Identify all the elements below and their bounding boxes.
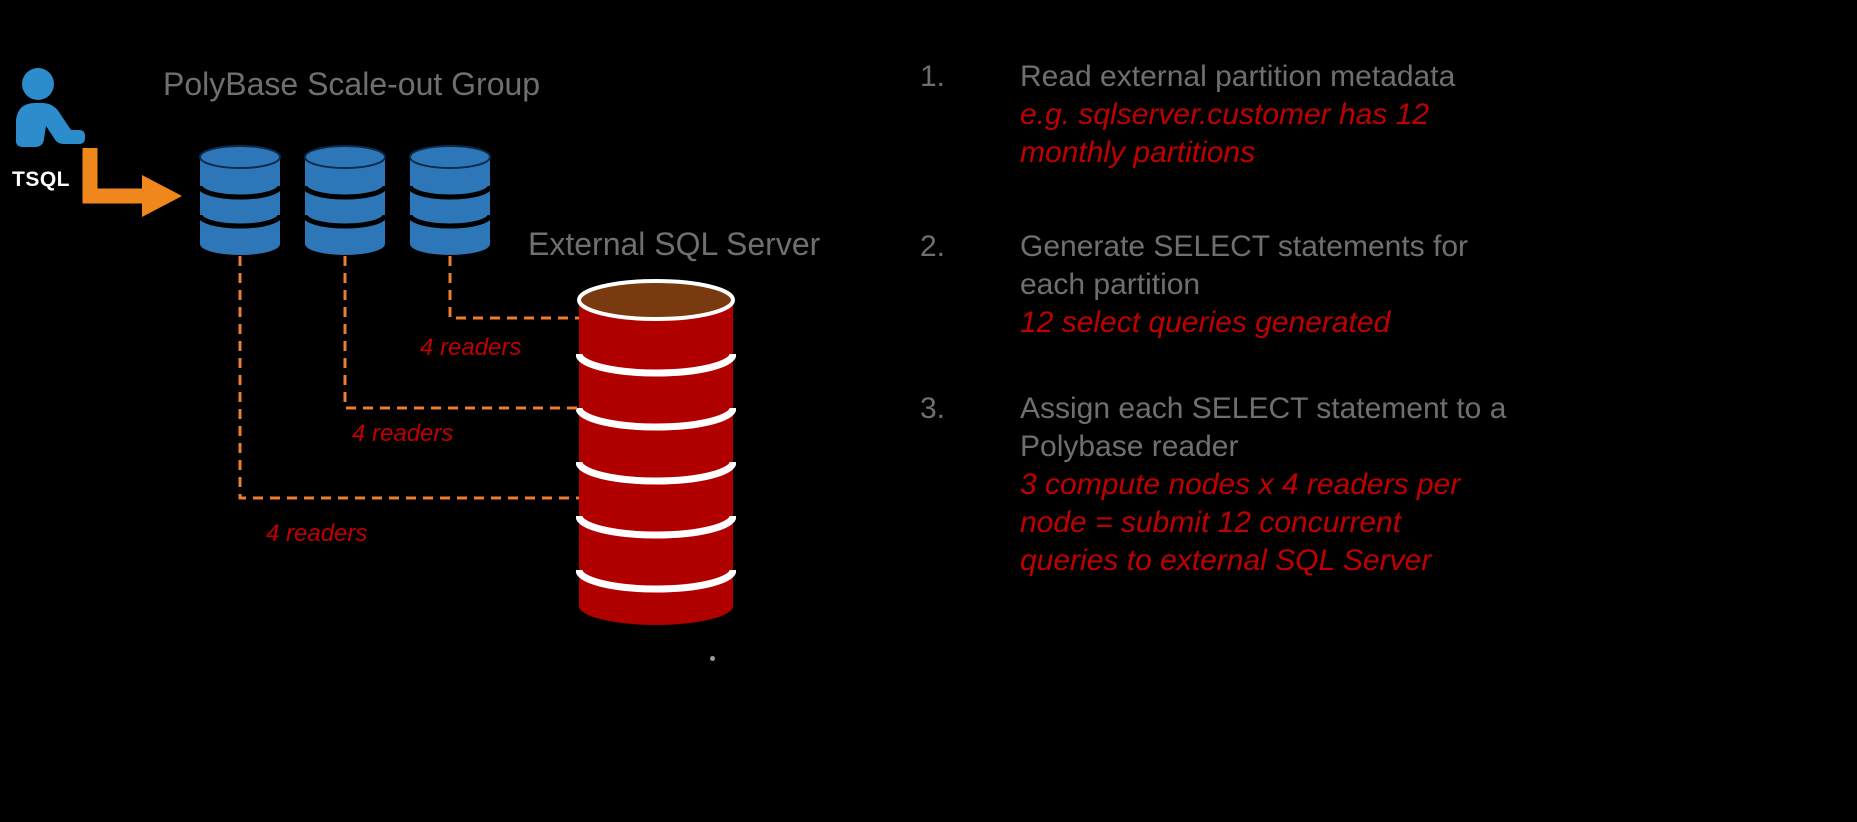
step-body: Generate SELECT statements for each part… — [1020, 228, 1600, 342]
external-sql-server-label: External SQL Server — [528, 226, 821, 262]
compute-node-icon — [407, 144, 493, 263]
step-annotation: 3 compute nodes x 4 readers per node = s… — [1020, 468, 1461, 577]
step-annotation: 12 select queries generated — [1020, 306, 1391, 339]
compute-node-icon — [197, 144, 283, 263]
reader-count-label: 4 readers — [352, 420, 454, 447]
compute-node-icon — [302, 144, 388, 263]
tsql-label: TSQL — [12, 168, 70, 191]
step-text: Generate SELECT statements for each part… — [1020, 230, 1468, 301]
step-item: 2. Generate SELECT statements for each p… — [920, 228, 1600, 342]
reader-count-label: 4 readers — [420, 334, 522, 361]
tsql-arrow-icon — [80, 148, 192, 227]
step-text: Assign each SELECT statement to a Polyba… — [1020, 392, 1507, 463]
step-number: 3. — [920, 392, 946, 425]
dot — [710, 656, 715, 661]
reader-count-label: 4 readers — [266, 520, 368, 547]
step-item: 1. Read external partition metadata e.g.… — [920, 58, 1600, 172]
step-body: Assign each SELECT statement to a Polyba… — [1020, 390, 1600, 580]
step-number: 1. — [920, 60, 946, 93]
step-number: 2. — [920, 230, 946, 263]
step-item: 3. Assign each SELECT statement to a Pol… — [920, 390, 1600, 580]
user-icon — [8, 66, 86, 163]
external-sql-server-icon — [575, 276, 737, 637]
step-annotation: e.g. sqlserver.customer has 12 monthly p… — [1020, 98, 1430, 169]
step-text: Read external partition metadata — [1020, 60, 1456, 93]
polybase-group-title: PolyBase Scale-out Group — [163, 66, 541, 102]
step-body: Read external partition metadata e.g. sq… — [1020, 58, 1600, 172]
